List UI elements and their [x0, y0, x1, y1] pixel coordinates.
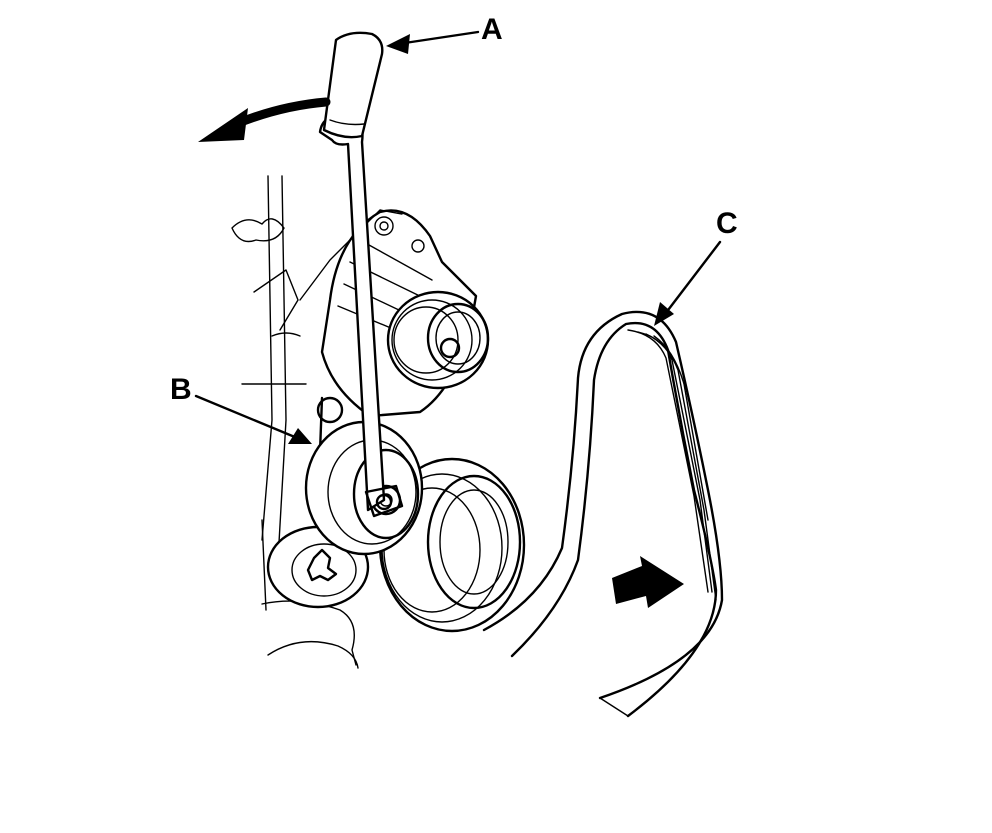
alternator-pulley — [386, 290, 490, 390]
label-c: C — [716, 207, 738, 240]
label-b: B — [170, 373, 192, 406]
belt-direction-arrow — [612, 556, 684, 608]
label-a: A — [481, 13, 503, 46]
tensioner-tool — [318, 31, 404, 518]
rotation-direction-arrow — [198, 97, 331, 142]
engine-outline — [231, 175, 403, 669]
drive-belt — [482, 310, 724, 718]
auto-tensioner — [304, 396, 424, 556]
callout-leaders — [194, 30, 722, 444]
